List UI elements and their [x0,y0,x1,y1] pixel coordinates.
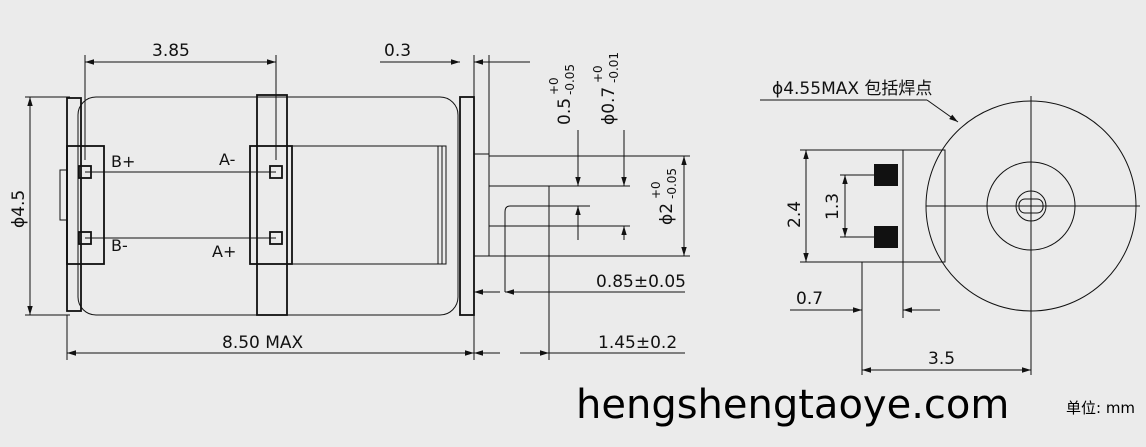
dim-boss-group: ϕ2 +0 -0.05 [649,168,679,225]
dim-shaft-tol-upper: +0 [591,65,605,83]
dim-flat-tol: 0.5 [555,98,575,125]
dim-boss-lower: -0.05 [665,168,679,199]
label-b-plus: B+ [111,152,135,171]
dim-shaft-tol-group: ϕ0.7 +0 -0.01 [591,52,621,125]
dim-outer-diameter: ϕ4.55MAX 包括焊点 [772,79,932,99]
terminal-b-minus [78,231,92,245]
terminal-block [902,149,946,263]
dim-shaft-flat: 0.85±0.05 [596,272,686,292]
dim-length: 3.85 [152,41,190,61]
dim-offset: 0.3 [384,41,411,61]
watermark: hengshengtaoye.com [576,382,1009,428]
dim-boss-upper: +0 [649,181,663,199]
label-a-plus: A+ [212,242,236,261]
rear-bump [59,169,68,221]
terminal-bracket-left [66,145,105,265]
dim-width: 3.5 [928,349,955,369]
dim-total-length: 8.50 MAX [222,333,304,353]
terminal-b-plus [78,165,92,179]
shaft-boss [473,153,490,257]
dim-shaft-length: 1.45±0.2 [598,333,677,353]
dim-flat-tol-group: 0.5 +0 -0.05 [547,64,577,125]
dim-flat-tol-upper: +0 [547,77,561,95]
dim-diameter: ϕ4.5 [9,190,29,228]
dim-flat-tol-lower: -0.05 [563,64,577,95]
side-view: B+ A- B- A+ 3.85 0.3 ϕ4.5 8.50 MAX 1.45±… [9,41,690,360]
front-flange-plate [459,96,475,316]
shaft-flat [504,205,549,292]
terminal-a-minus [269,165,283,179]
solder-pad-top [874,164,898,186]
dim-offset-end: 0.7 [796,289,823,309]
dim-boss: ϕ2 [657,203,677,225]
solder-pad-bottom [874,226,898,248]
motor-body-outline [77,96,459,316]
end-cap [291,145,443,265]
rear-flange-plate [66,97,82,312]
dim-shaft-tol: ϕ0.7 [599,87,619,125]
dim-height: 2.4 [785,201,805,228]
terminal-a-plus [269,231,283,245]
clamp-plate [256,94,288,316]
label-b-minus: B- [111,236,128,255]
dim-shaft-tol-lower: -0.01 [607,52,621,83]
unit-label: 单位: mm [1066,399,1135,417]
dim-pin-pitch: 1.3 [823,193,843,220]
end-view: 2.4 1.3 0.7 3.5 ϕ4.55MAX 包括焊点 [760,79,1140,375]
label-a-minus: A- [219,150,235,169]
leader-arrow [926,99,959,123]
